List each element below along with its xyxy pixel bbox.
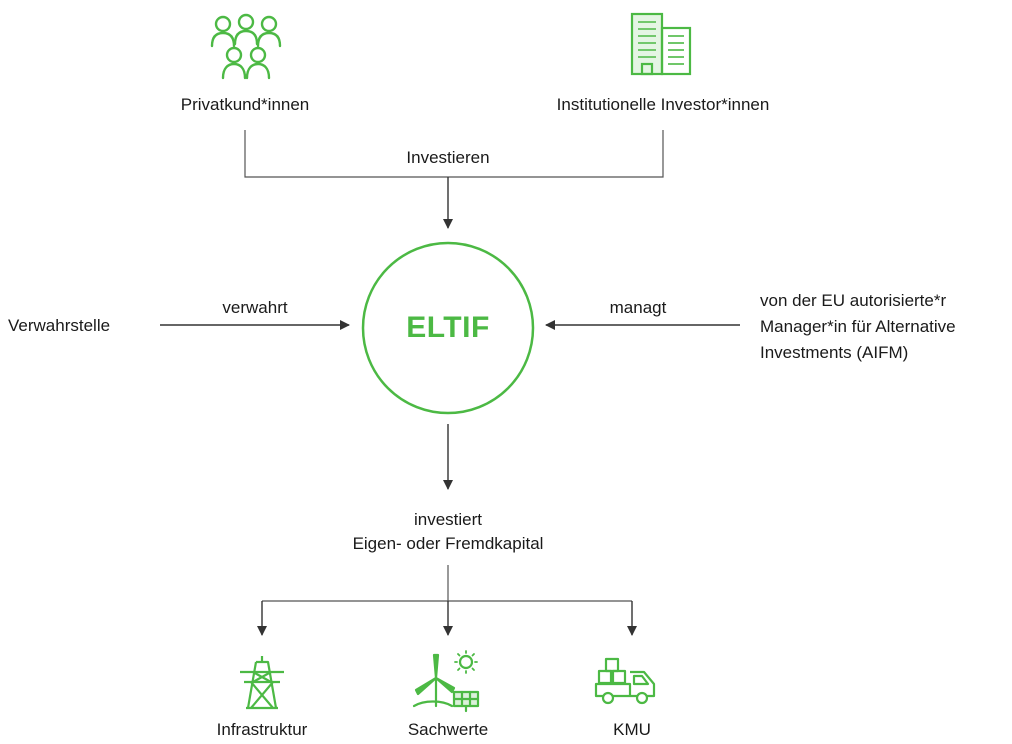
institutional-investors-label: Institutionelle Investor*innen xyxy=(556,95,770,114)
investors-bracket xyxy=(244,130,664,178)
delivery-truck-icon xyxy=(594,657,656,705)
custody-label: verwahrt xyxy=(222,298,288,317)
wind-solar-icon xyxy=(412,650,480,713)
custodian-label: Verwahrstelle xyxy=(8,316,111,335)
private-investors-label: Privatkund*innen xyxy=(180,95,310,114)
eltif-circle xyxy=(361,241,535,415)
aifm-label-line-2: Manager*in für Alternative xyxy=(760,317,956,336)
invests-label-line-2: Eigen- oder Fremdkapital xyxy=(352,534,544,553)
target-infrastructure-label: Infrastruktur xyxy=(216,720,308,739)
target-sme-label: KMU xyxy=(613,720,651,739)
manage-label: managt xyxy=(609,298,667,317)
people-icon xyxy=(210,13,282,80)
invest-label: Investieren xyxy=(406,148,490,167)
power-pylon-icon xyxy=(240,656,284,710)
invests-label-line-1: investiert xyxy=(413,510,483,529)
office-building-icon xyxy=(630,12,692,76)
target-real-assets-label: Sachwerte xyxy=(407,720,489,739)
eltif-title: ELTIF xyxy=(406,311,490,344)
aifm-label-line-3: Investments (AIFM) xyxy=(760,343,909,362)
aifm-label-line-1: von der EU autorisierte*r xyxy=(760,291,947,310)
